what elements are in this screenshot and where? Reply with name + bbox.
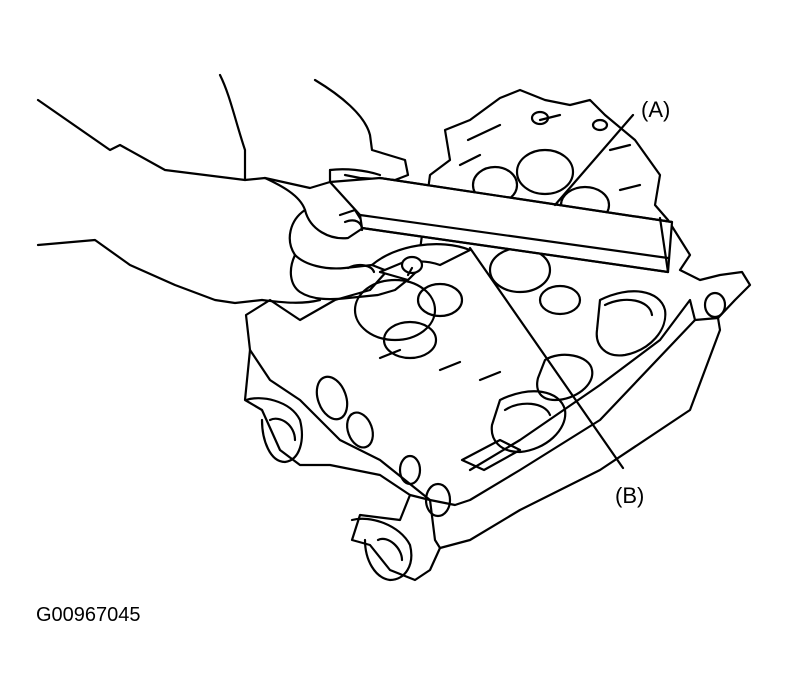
callout-b-label: (B): [615, 483, 644, 508]
straight-edge: [328, 176, 674, 274]
thickness-gauge: [370, 243, 472, 282]
cylinder-head: [243, 88, 752, 582]
callout-a-leader: [553, 113, 635, 207]
figure-code: G00967045: [36, 604, 141, 626]
callout-a-label: (A): [641, 97, 670, 122]
callout-b-leader: [468, 246, 625, 470]
technician-hands: [36, 73, 410, 305]
